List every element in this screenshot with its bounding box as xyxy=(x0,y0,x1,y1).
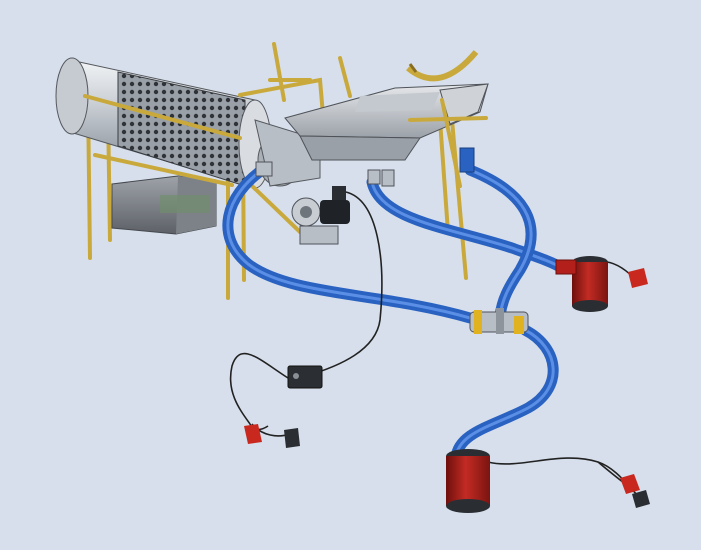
blue-suction-hose xyxy=(222,164,568,464)
bilge-pump-upper xyxy=(555,256,608,312)
bilge-pump-lower xyxy=(446,449,490,513)
front-brace xyxy=(408,98,488,188)
hopper-tray xyxy=(284,50,489,161)
hose-coupler xyxy=(469,308,529,334)
electric-motor xyxy=(291,186,350,245)
switch-box xyxy=(287,365,323,389)
battery-clamps-left xyxy=(244,424,300,448)
battery-clamps-right-upper xyxy=(628,268,648,288)
sluice-box xyxy=(111,175,217,235)
battery-clamps-right-lower xyxy=(620,474,650,508)
hose-fittings xyxy=(255,147,475,187)
trommel-drum xyxy=(55,57,321,189)
power-cables xyxy=(229,191,641,499)
